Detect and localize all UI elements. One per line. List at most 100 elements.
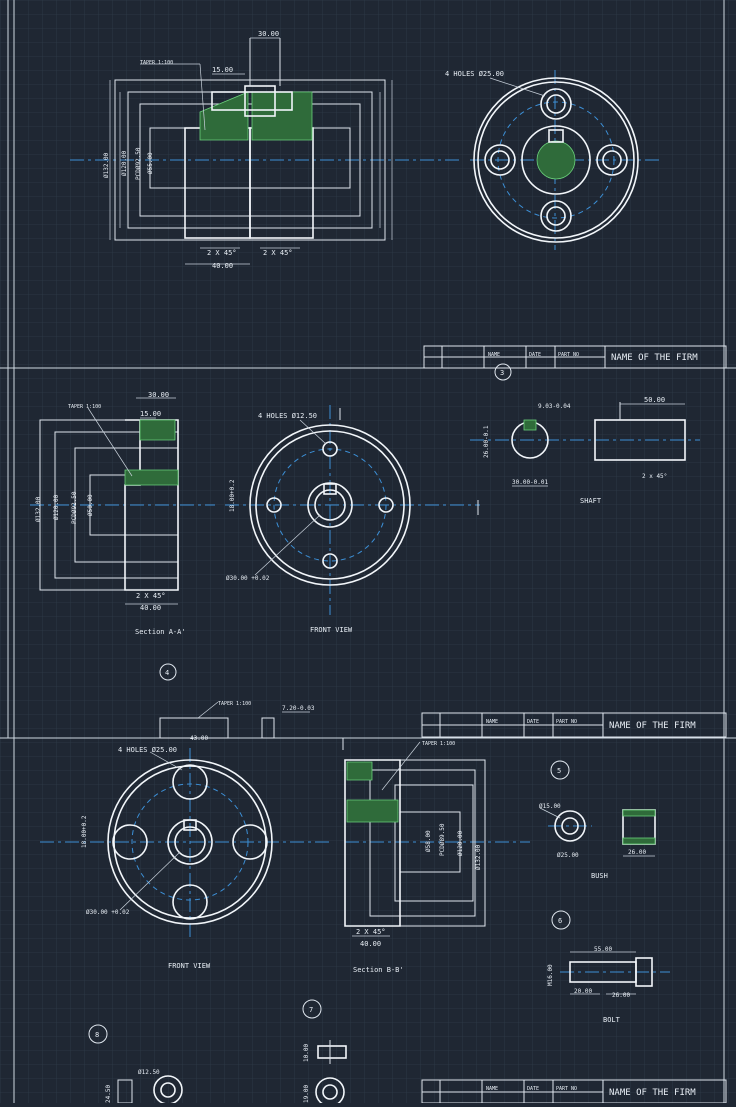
bush-15: Ø15.00 <box>539 803 561 810</box>
sheet-2: 3 TAPER 1:100 30.00 15.00 Ø132.00 Ø120.0… <box>0 363 736 742</box>
tb3-name: NAME <box>486 1086 498 1092</box>
taper-small: TAPER 1:100 <box>218 701 251 707</box>
tb2-name: NAME <box>486 719 498 725</box>
bolt-55: 55.00 <box>594 946 612 953</box>
bolt-26: 26.00 <box>612 992 630 999</box>
chamfer-left: 2 X 45° <box>207 249 237 257</box>
front-view-3: FRONT VIEW <box>168 962 211 970</box>
shaft-drawing <box>470 402 700 487</box>
shaft-chamfer: 2 x 45° <box>642 473 667 480</box>
taper-label-2: TAPER 1:100 <box>68 404 101 410</box>
partial-key-drawing <box>159 701 310 739</box>
dim-40-2: 40.00 <box>140 604 161 612</box>
dim-40-3: 40.00 <box>360 940 381 948</box>
tb2-firm: NAME OF THE FIRM <box>609 721 696 731</box>
tb2-date: DATE <box>527 719 539 725</box>
balloon-5-text: 5 <box>557 767 561 775</box>
section-b-b <box>342 738 530 937</box>
dim-58-3: Ø58.00 <box>425 830 432 852</box>
holes-label-2: 4 HOLES Ø12.50 <box>258 412 317 420</box>
section-b-title: Section B-B' <box>353 966 404 974</box>
tb3-firm: NAME OF THE FIRM <box>609 1088 696 1098</box>
title-block-2: NAME DATE PART NO NAME OF THE FIRM <box>421 712 727 738</box>
dim-120: Ø120.00 <box>121 150 128 176</box>
shaft-tol: 9.03-0.04 <box>538 403 571 410</box>
shaft-30: 30.00-0.01 <box>512 479 549 486</box>
dim-132: Ø132.00 <box>103 152 110 178</box>
dim-132-2: Ø132.00 <box>35 496 42 522</box>
balloon-4 <box>159 663 177 681</box>
chamfer-right: 2 X 45° <box>263 249 293 257</box>
bush-drawing <box>539 807 656 857</box>
balloon-8-text: 8 <box>95 1031 99 1039</box>
bolt-m: M16.00 <box>547 964 554 986</box>
dim-55: Ø55.00 <box>147 152 154 174</box>
tb3-part-no: PART NO <box>556 1086 577 1092</box>
balloon-5 <box>550 760 570 780</box>
flange-front-view-2 <box>225 405 480 615</box>
balloon-8 <box>88 1024 108 1044</box>
nut-12: Ø12.50 <box>138 1069 160 1076</box>
flange-front-view-1 <box>470 70 660 250</box>
bolt-title: BOLT <box>603 1016 621 1024</box>
chamfer-3: 2 X 45° <box>356 928 386 936</box>
sheet-1: TAPER 1:100 30.00 15.00 Ø132.00 Ø120.00 … <box>0 0 736 369</box>
flange-front-view-3 <box>40 748 330 940</box>
dim-30-2: 30.00 <box>148 391 169 399</box>
section-a-title: Section A-A' <box>135 628 186 636</box>
front-view-2: FRONT VIEW <box>310 626 353 634</box>
dim-120-3: Ø120.00 <box>457 830 464 856</box>
keyway-2: 18.00+0.2 <box>229 479 236 512</box>
nut-10: 10.00 <box>303 1044 310 1062</box>
nut-19: 19.00 <box>303 1085 310 1103</box>
balloon-3 <box>494 363 512 381</box>
dim-40: 40.00 <box>212 262 233 270</box>
bush-title: BUSH <box>591 872 608 880</box>
dim-pcd-2: PCDØ92.50 <box>71 491 78 524</box>
holes-label: 4 HOLES Ø25.00 <box>445 70 504 78</box>
dim-15: 15.00 <box>212 66 233 74</box>
taper-label: TAPER 1:100 <box>140 60 173 66</box>
taper-label-3: TAPER 1:100 <box>422 741 455 747</box>
keyway-3: 18.00+0.2 <box>81 815 88 848</box>
tb-date: DATE <box>529 352 541 358</box>
dim-pcd-3: PCDØ89.50 <box>439 823 446 856</box>
dim-50-2: Ø50.00 <box>87 494 94 516</box>
dim-pcd: PCDØ92.50 <box>135 147 142 180</box>
tb-name: NAME <box>488 352 500 358</box>
title-block-1: NAME DATE PART NO NAME OF THE FIRM <box>423 345 727 369</box>
shaft-26: 26.00-0.1 <box>483 425 490 458</box>
title-block-3: NAME DATE PART NO NAME OF THE FIRM <box>421 1079 727 1104</box>
dim-132-3: Ø132.00 <box>475 844 482 870</box>
dim-15-2: 15.00 <box>140 410 161 418</box>
bore-2: Ø30.00 +0.02 <box>226 575 270 582</box>
section-a-a <box>30 397 215 605</box>
balloon-7-text: 7 <box>309 1006 313 1014</box>
holes-label-3: 4 HOLES Ø25.00 <box>118 746 177 754</box>
bolt-20: 20.00 <box>574 988 592 995</box>
bush-25: Ø25.00 <box>557 852 579 859</box>
balloon-6-text: 6 <box>558 917 562 925</box>
dim-720: 7.20-0.03 <box>282 705 315 712</box>
dim-30: 30.00 <box>258 30 279 38</box>
tb3-date: DATE <box>527 1086 539 1092</box>
balloon-6 <box>551 910 571 930</box>
sheet-3: 4 HOLES Ø25.00 18.00+0.2 Ø30.00 +0.02 FR… <box>13 738 727 1107</box>
shaft-title: SHAFT <box>580 497 602 505</box>
tb-part-no: PART NO <box>558 352 579 358</box>
tb2-part-no: PART NO <box>556 719 577 725</box>
bore-3: Ø30.00 +0.02 <box>86 909 130 916</box>
balloon-4-text: 4 <box>165 669 169 677</box>
coupling-side-view-1 <box>70 37 460 265</box>
balloon-3-text: 3 <box>500 369 504 377</box>
tb-firm: NAME OF THE FIRM <box>611 353 698 363</box>
shaft-50: 50.00 <box>644 396 665 404</box>
balloon-7 <box>302 999 322 1019</box>
chamfer-2: 2 X 45° <box>136 592 166 600</box>
dim-43: 43.00 <box>190 735 208 742</box>
bolt-drawing <box>560 951 670 995</box>
dim-2450: 24.50 <box>105 1085 112 1103</box>
